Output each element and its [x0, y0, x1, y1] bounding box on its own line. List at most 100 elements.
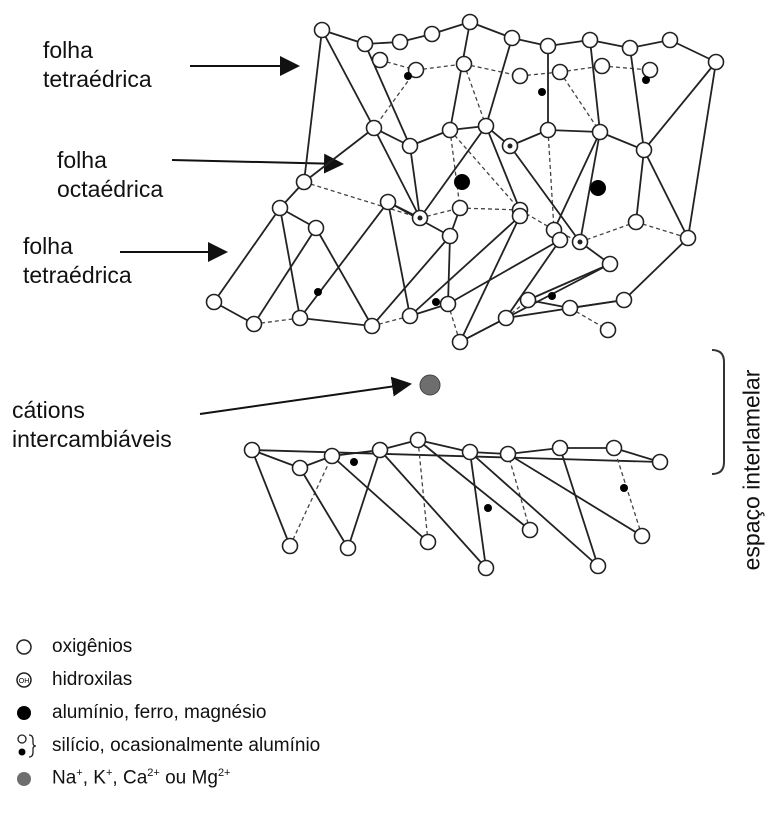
oxygen-atom: [479, 119, 494, 134]
oxygen-atom: [635, 529, 650, 544]
label-exchangeable-cations: cátions intercambiáveis: [12, 396, 172, 454]
label-line: cátions: [12, 396, 172, 425]
oxygen-atom: [453, 335, 468, 350]
hidden-bond-line: [580, 222, 636, 242]
oxygen-atom: [681, 231, 696, 246]
bond-line: [554, 132, 600, 230]
silicon-atom: [484, 504, 492, 512]
oxygen-atom: [358, 37, 373, 52]
oxygen-atom: [421, 535, 436, 550]
oxygen-atom: [521, 293, 536, 308]
oxygen-atom: [591, 559, 606, 574]
silicon-brace-icon: [14, 732, 52, 760]
interlayer-bracket: [712, 350, 724, 474]
oxygen-atom: [293, 311, 308, 326]
bond-line: [450, 22, 470, 130]
oxygen-atom: [367, 121, 382, 136]
oxygen-atom: [463, 445, 478, 460]
legend-item-silicon: silício, ocasionalmente alumínio: [14, 729, 614, 762]
bond-line: [300, 202, 388, 318]
oxygen-atom: [563, 301, 578, 316]
oxygen-atom: [443, 229, 458, 244]
legend-text: Na+, K+, Ca2+ ou Mg2+: [52, 767, 230, 789]
legend: oxigênios OH hidroxilas alumínio, ferro,…: [14, 630, 614, 795]
bond-lines: [214, 22, 716, 568]
separator: ,: [112, 768, 123, 789]
text-ca: Ca: [123, 768, 147, 789]
oxygen-atom: [595, 59, 610, 74]
silicon-atom: [432, 298, 440, 306]
oxygen-atom: [629, 215, 644, 230]
oxygen-atom: [373, 443, 388, 458]
metal-atom: [454, 174, 470, 190]
label-interlayer-space: espaço interlamelar: [739, 370, 766, 571]
bond-line: [486, 126, 520, 210]
label-line: folha: [43, 36, 152, 65]
oxygen-atom: [341, 541, 356, 556]
bond-line: [316, 228, 372, 326]
bond-line: [590, 40, 600, 132]
bond-line: [510, 146, 580, 242]
bond-line: [304, 30, 322, 182]
oxygen-atom: [297, 175, 312, 190]
label-line: folha: [23, 232, 132, 261]
legend-item-hydroxyl: OH hidroxilas: [14, 663, 614, 696]
bond-line: [388, 202, 410, 316]
bond-line: [630, 48, 644, 150]
oxygen-atom: [623, 41, 638, 56]
hydroxyl-atom-core: [578, 240, 583, 245]
silicon-atom: [538, 88, 546, 96]
silicon-atom: [404, 72, 412, 80]
label-line: tetraédrica: [23, 261, 132, 290]
hidden-bond-line: [464, 64, 520, 76]
oxygen-atom: [709, 55, 724, 70]
bond-line: [300, 468, 348, 548]
hydroxyl-atom-core: [418, 216, 423, 221]
oxygen-atom: [283, 539, 298, 554]
silicon-atom: [642, 76, 650, 84]
text-k: K: [93, 768, 106, 789]
oxygen-atom: [513, 69, 528, 84]
oxygen-atom: [425, 27, 440, 42]
metal-atom: [590, 180, 606, 196]
label-octahedral-sheet: folha octaédrica: [57, 146, 163, 204]
oxygen-atom: [583, 33, 598, 48]
bond-line: [486, 38, 512, 126]
label-tetrahedral-sheet-bottom: folha tetraédrica: [23, 232, 132, 290]
oxygen-atom: [393, 35, 408, 50]
oxygen-atom: [207, 295, 222, 310]
oxygen-atom: [523, 523, 538, 538]
oxygen-atom: [637, 143, 652, 158]
oxygen-atom: [403, 309, 418, 324]
oxygen-atom: [553, 65, 568, 80]
oxygen-atom: [441, 297, 456, 312]
bond-line: [410, 216, 520, 316]
silicon-atom: [548, 292, 556, 300]
label-line: folha: [57, 146, 163, 175]
text-mg: Mg: [192, 768, 218, 789]
oxygen-atom: [553, 233, 568, 248]
oxygen-atom: [593, 125, 608, 140]
legend-text: hidroxilas: [52, 669, 132, 691]
bond-line: [252, 450, 290, 546]
open-circle-icon: [14, 633, 52, 661]
oxygen-atom: [315, 23, 330, 38]
oxygen-atom: [245, 443, 260, 458]
bond-line: [624, 238, 688, 300]
oxygen-atom: [247, 317, 262, 332]
hydroxyl-atom-core: [508, 144, 513, 149]
legend-item-cations: Na+, K+, Ca2+ ou Mg2+: [14, 762, 614, 795]
bond-line: [448, 236, 450, 304]
oxygen-atom: [411, 433, 426, 448]
separator: ,: [83, 768, 94, 789]
oxygen-atom: [541, 39, 556, 54]
oxygen-atom: [325, 449, 340, 464]
oxygen-atom: [663, 33, 678, 48]
arrow-octa: [172, 160, 342, 164]
oxygen-atom: [365, 319, 380, 334]
label-line: intercambiáveis: [12, 425, 172, 454]
separator: ou: [160, 768, 192, 789]
oxygen-atom: [505, 31, 520, 46]
oxygen-atom: [601, 323, 616, 338]
hidden-bond-line: [548, 130, 554, 230]
